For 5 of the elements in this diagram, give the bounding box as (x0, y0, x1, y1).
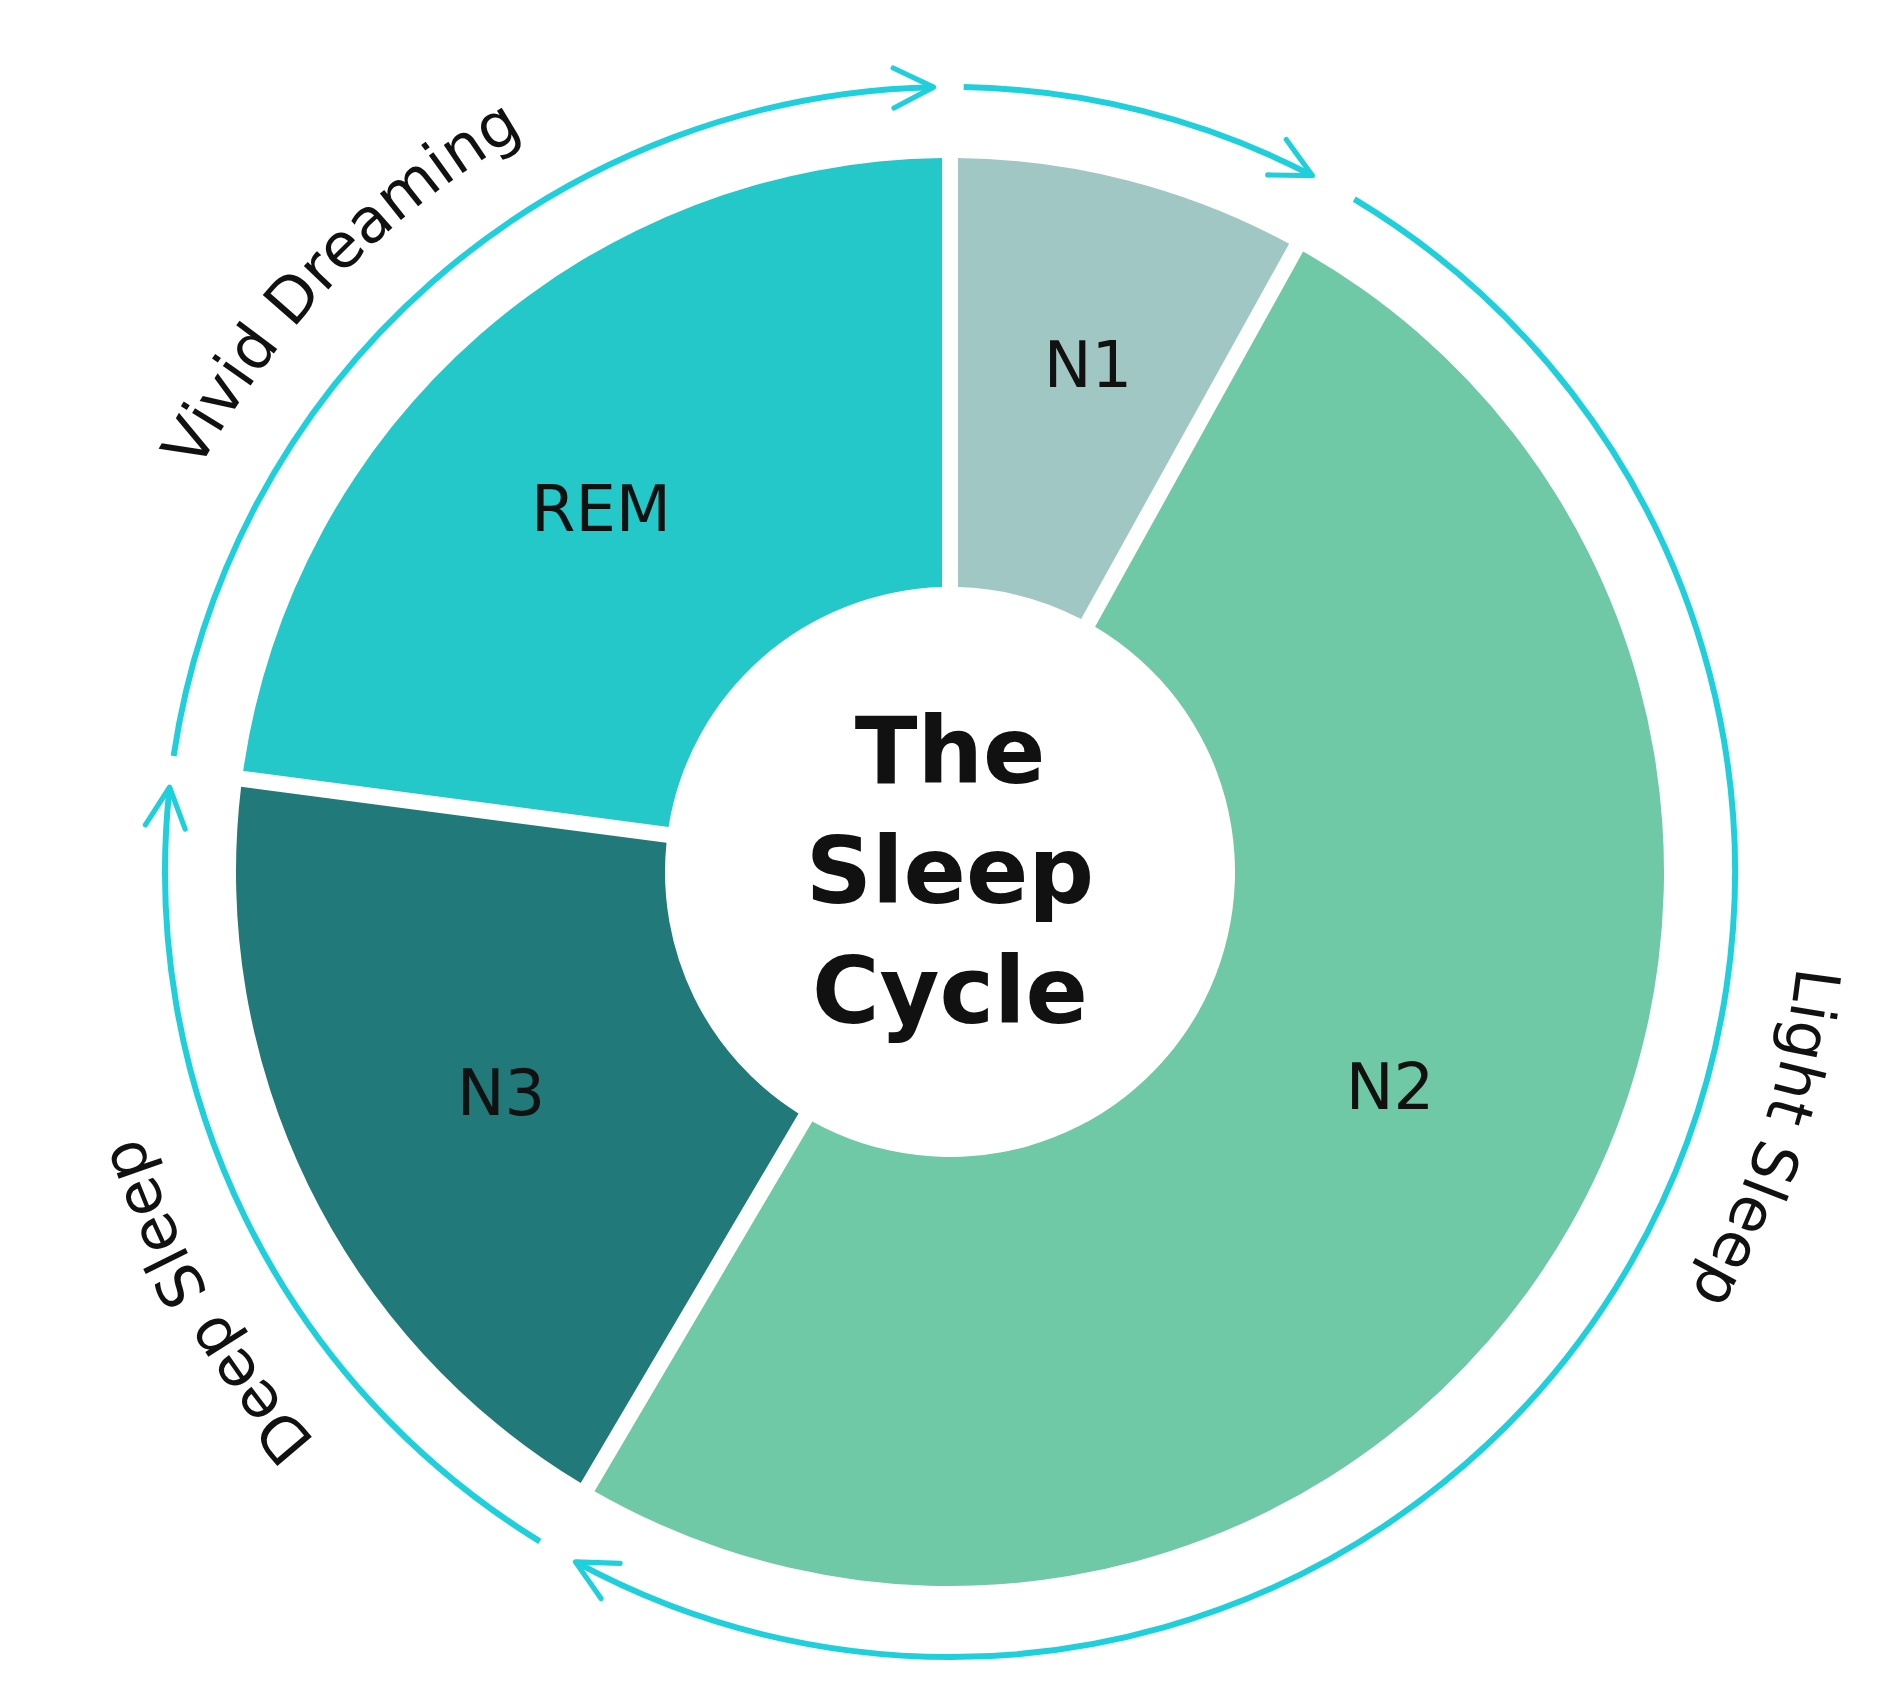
title: The Sleep Cycle (804, 697, 1096, 1047)
segment-label: N2 (1345, 1055, 1435, 1119)
segment-label: N1 (1043, 333, 1133, 397)
segment-label: REM (530, 477, 672, 541)
segment-label: N3 (456, 1061, 546, 1125)
